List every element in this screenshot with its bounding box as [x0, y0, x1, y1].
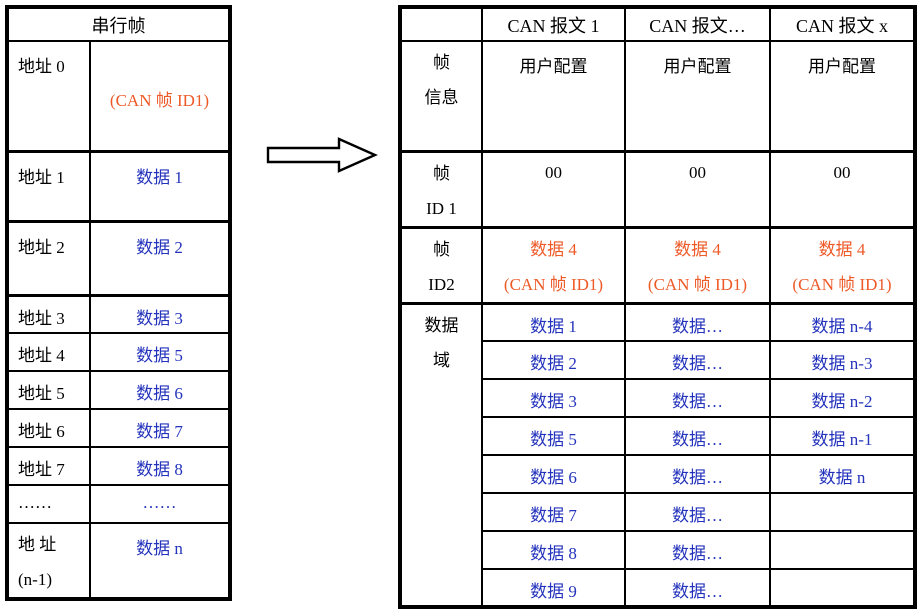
- data-row-cell: 数据…: [624, 454, 771, 494]
- data-row-cell: 数据 n: [769, 454, 916, 494]
- data-row-cell: 数据 n-3: [769, 340, 916, 380]
- frame-id2-msg1-line2: (CAN 帧 ID1): [503, 274, 604, 294]
- data-row-cell: 数据…: [624, 340, 771, 380]
- can-msg1-header: CAN 报文 1: [481, 6, 626, 42]
- addr6-value: 数据 7: [89, 408, 231, 448]
- frame-id2-msgx-line1: 数据 4: [818, 239, 866, 259]
- frame-id2-msgx-line2: (CAN 帧 ID1): [792, 274, 892, 294]
- frame-info-label-line1: 帧: [433, 53, 450, 72]
- addr-n1-label-line1: 地 址: [18, 535, 57, 554]
- frame-id1-msgx: 00: [769, 149, 916, 228]
- data-row-cell: 数据 7: [481, 492, 626, 532]
- serial-frame-title: 串行帧: [6, 6, 231, 42]
- ellipsis-label: ……: [6, 484, 91, 524]
- frame-info-msgx: 用户配置: [769, 40, 916, 152]
- addr5-value: 数据 6: [89, 370, 231, 410]
- frame-info-msg-etc: 用户配置: [624, 40, 771, 152]
- can-message-table: CAN 报文 1 CAN 报文… CAN 报文 x 帧 信息 用户配置 用户配置…: [398, 5, 917, 609]
- addr-n1-label-line2: (n-1): [18, 570, 52, 589]
- data-field-label-line2: 域: [433, 350, 450, 370]
- frame-info-label: 帧 信息: [399, 40, 483, 152]
- frame-id2-label: 帧 ID2: [399, 225, 483, 304]
- addr7-label: 地址 7: [6, 446, 91, 486]
- frame-id1-label: 帧 ID 1: [399, 149, 483, 228]
- corner-cell: [399, 6, 483, 42]
- addr2-value: 数据 2: [89, 219, 231, 296]
- data-row-cell: 数据…: [624, 378, 771, 418]
- data-field-label-line1: 数据: [424, 315, 459, 335]
- data-row-cell: 数据 6: [481, 454, 626, 494]
- frame-id2-msg-etc-line1: 数据 4: [674, 239, 721, 259]
- frame-id2-msgx: 数据 4 (CAN 帧 ID1): [769, 225, 916, 304]
- data-row-cell: 数据…: [624, 301, 771, 342]
- data-row-cell: 数据…: [624, 416, 771, 456]
- right-arrow-icon: [266, 137, 378, 173]
- frame-info-label-line2: 信息: [424, 88, 459, 107]
- addr5-label: 地址 5: [6, 370, 91, 410]
- addr-n1-label: 地 址 (n-1): [6, 522, 91, 600]
- addr0-label: 地址 0: [6, 40, 91, 152]
- data-row-cell: 数据 2: [481, 340, 626, 380]
- addr4-label: 地址 4: [6, 332, 91, 372]
- addr6-label: 地址 6: [6, 408, 91, 448]
- data-row-cell: 数据…: [624, 492, 771, 532]
- data-row-cell: [769, 568, 916, 608]
- data-row-cell: 数据 1: [481, 301, 626, 342]
- data-row-cell: 数据 n-1: [769, 416, 916, 456]
- data-row-cell: 数据…: [624, 568, 771, 608]
- addr3-value: 数据 3: [89, 293, 231, 334]
- addr0-value: (CAN 帧 ID1): [89, 40, 231, 152]
- addr4-value: 数据 5: [89, 332, 231, 372]
- frame-id1-label-line1: 帧: [433, 163, 450, 183]
- data-row-cell: 数据 n-4: [769, 301, 916, 342]
- frame-id2-label-line1: 帧: [433, 239, 450, 259]
- data-row-cell: 数据 n-2: [769, 378, 916, 418]
- frame-id2-msg-etc: 数据 4 (CAN 帧 ID1): [624, 225, 771, 304]
- ellipsis-value: ……: [89, 484, 231, 524]
- addr2-label: 地址 2: [6, 219, 91, 296]
- can-msg-etc-header: CAN 报文…: [624, 6, 771, 42]
- data-row-cell: 数据…: [624, 530, 771, 570]
- frame-id2-msg1: 数据 4 (CAN 帧 ID1): [481, 225, 626, 304]
- addr1-label: 地址 1: [6, 149, 91, 222]
- frame-id2-msg-etc-line2: (CAN 帧 ID1): [647, 274, 748, 294]
- data-row-cell: 数据 9: [481, 568, 626, 608]
- data-row-cell: [769, 492, 916, 532]
- data-row-cell: 数据 3: [481, 378, 626, 418]
- serial-frame-table: 串行帧 地址 0 (CAN 帧 ID1) 地址 1 数据 1 地址 2 数据 2…: [5, 5, 232, 601]
- frame-id1-label-line2: ID 1: [426, 198, 457, 218]
- frame-info-msg1: 用户配置: [481, 40, 626, 152]
- addr1-value: 数据 1: [89, 149, 231, 222]
- data-field-label: 数据 域: [399, 301, 483, 608]
- addr3-label: 地址 3: [6, 293, 91, 334]
- data-row-cell: 数据 5: [481, 416, 626, 456]
- addr7-value: 数据 8: [89, 446, 231, 486]
- frame-id2-label-line2: ID2: [428, 274, 455, 294]
- can-msgx-header: CAN 报文 x: [769, 6, 916, 42]
- frame-id1-msg1: 00: [481, 149, 626, 228]
- addr-n1-value: 数据 n: [89, 522, 231, 600]
- frame-id2-msg1-line1: 数据 4: [530, 239, 577, 259]
- data-row-cell: 数据 8: [481, 530, 626, 570]
- frame-id1-msg-etc: 00: [624, 149, 771, 228]
- data-row-cell: [769, 530, 916, 570]
